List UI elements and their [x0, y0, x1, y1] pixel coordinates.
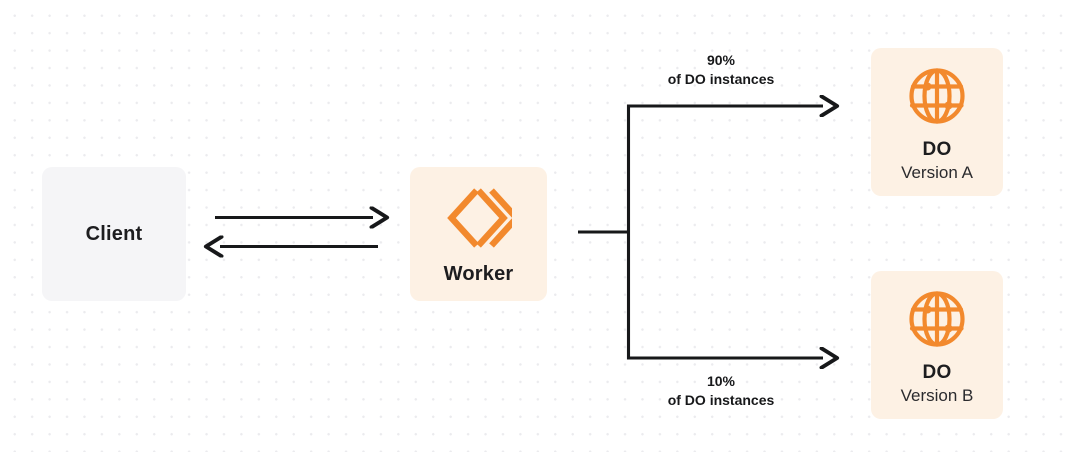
node-do-version-a: DO Version A: [871, 48, 1003, 196]
node-do-a-title: DO: [922, 139, 952, 160]
cloudflare-workers-chevron-icon: [446, 187, 521, 249]
edge-label-bottom-description: of DO instances: [667, 392, 775, 408]
node-client-label: Client: [85, 222, 143, 245]
node-do-a-subtitle: Version A: [901, 163, 973, 182]
edge-label-bottom-percent: 10%: [706, 373, 736, 389]
node-do-b-subtitle: Version B: [900, 386, 974, 405]
edge-label-bottom: 10% of DO instances: [630, 372, 812, 410]
node-worker-label: Worker: [443, 262, 514, 285]
edge-label-top-percent: 90%: [706, 52, 736, 68]
node-worker: Worker: [410, 167, 547, 301]
globe-icon: [906, 288, 968, 350]
node-do-version-b: DO Version B: [871, 271, 1003, 419]
node-client: Client: [42, 167, 186, 301]
globe-icon: [906, 65, 968, 127]
node-do-b-title: DO: [922, 362, 952, 383]
edge-label-top: 90% of DO instances: [630, 51, 812, 89]
edge-label-top-description: of DO instances: [667, 71, 775, 87]
